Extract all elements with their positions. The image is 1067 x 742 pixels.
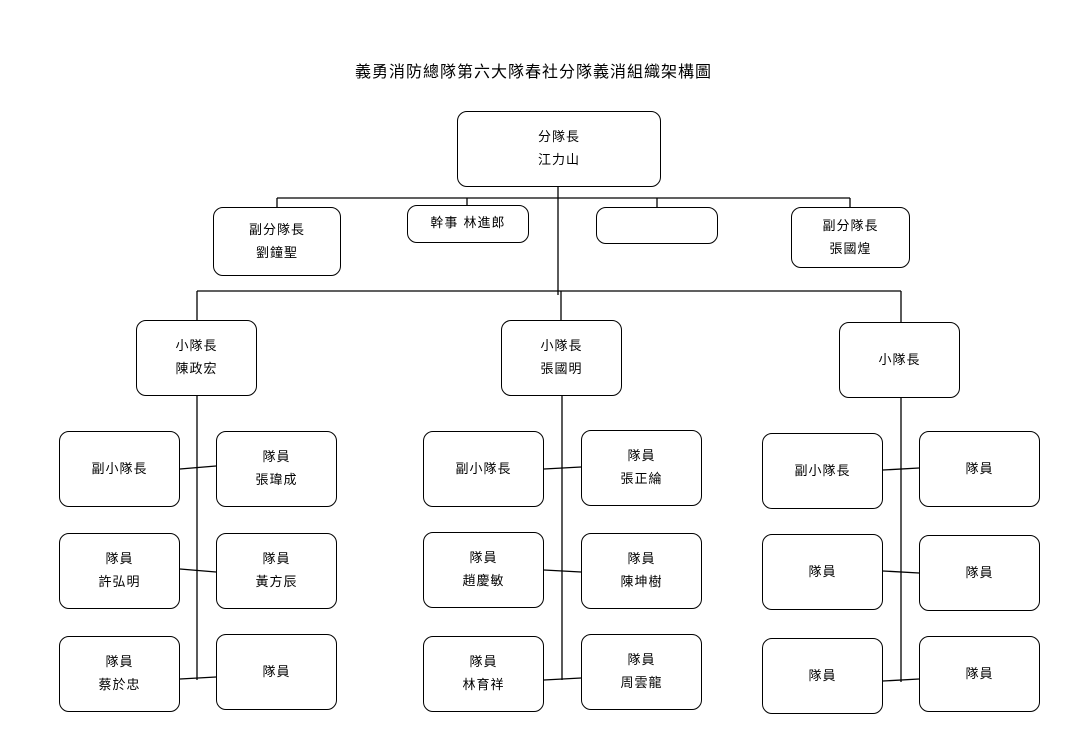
node-s2-member-2: 隊員 趙慶敏 (423, 532, 544, 608)
node-person: 陳政宏 (175, 362, 218, 377)
connector-line-21 (882, 678, 920, 682)
node-person: 江力山 (537, 153, 580, 168)
node-person: 黃方辰 (255, 575, 298, 590)
node-person: 趙慶敏 (462, 574, 505, 589)
node-role: 小隊長 (175, 339, 218, 354)
node-role: 小隊長 (540, 339, 583, 354)
connector-line-13 (179, 676, 217, 680)
node-role: 隊員 (808, 668, 837, 684)
node-s3-vice: 副小隊長 (762, 433, 883, 509)
node-person: 劉鐘聖 (255, 245, 298, 261)
node-person: 張正綸 (620, 472, 663, 487)
node-role: 小隊長 (878, 352, 921, 368)
connector-line-11 (179, 465, 217, 470)
node-person: 林育祥 (462, 678, 505, 693)
node-squad1-leader: 小隊長 陳政宏 (136, 320, 257, 396)
node-role: 副分隊長 (822, 218, 879, 234)
connector-line-15 (543, 466, 582, 470)
node-role: 隊員 (627, 552, 656, 567)
node-role: 副小隊長 (455, 461, 512, 477)
connector-line-16 (543, 569, 582, 573)
node-role: 隊員 (262, 450, 291, 465)
node-captain: 分隊長 江力山 (457, 111, 661, 187)
node-s1-member-3: 隊員 黃方辰 (216, 533, 337, 609)
node-role: 隊員 (105, 552, 134, 567)
chart-title: 義勇消防總隊第六大隊春社分隊義消組織架構圖 (354, 62, 712, 81)
node-role: 隊員 (469, 551, 498, 566)
node-s1-member-4: 隊員 蔡於忠 (59, 636, 180, 712)
node-person: 蔡於忠 (98, 678, 141, 693)
node-role: 隊員 (965, 565, 994, 581)
node-role: 副小隊長 (91, 461, 148, 477)
node-role: 分隊長 (537, 130, 580, 145)
node-vice-captain-right: 副分隊長 張國煌 (791, 207, 910, 268)
node-s3-member-4: 隊員 (762, 638, 883, 714)
node-s3-member-5: 隊員 (919, 636, 1040, 712)
node-role: 副分隊長 (248, 222, 305, 238)
node-vice-captain-left: 副分隊長 劉鐘聖 (213, 207, 341, 276)
node-s3-member-2: 隊員 (762, 534, 883, 610)
node-role: 隊員 (808, 564, 837, 580)
node-role: 隊員 (965, 461, 994, 477)
node-squad3-leader: 小隊長 (839, 322, 960, 398)
node-role: 隊員 (262, 552, 291, 567)
node-s3-member-3: 隊員 (919, 535, 1040, 611)
node-s1-member-1: 隊員 張瑋成 (216, 431, 337, 507)
connector-line-17 (543, 677, 582, 681)
node-role: 副小隊長 (794, 463, 851, 479)
node-person: 陳坤樹 (620, 575, 663, 590)
node-secretary: 幹事 林進郎 (407, 205, 529, 243)
connector-line-12 (179, 568, 217, 573)
node-person: 許弘明 (98, 575, 141, 590)
connector-line-20 (882, 570, 920, 574)
node-person: 張瑋成 (255, 473, 298, 488)
node-role: 隊員 (469, 655, 498, 670)
node-s1-member-5: 隊員 (216, 634, 337, 710)
node-role: 隊員 (262, 664, 291, 680)
node-s1-member-2: 隊員 許弘明 (59, 533, 180, 609)
node-s1-vice: 副小隊長 (59, 431, 180, 507)
node-s2-vice: 副小隊長 (423, 431, 544, 507)
node-squad2-leader: 小隊長 張國明 (501, 320, 622, 396)
node-role: 隊員 (965, 666, 994, 682)
node-s3-member-1: 隊員 (919, 431, 1040, 507)
node-s2-member-3: 隊員 陳坤樹 (581, 533, 702, 609)
node-s2-member-5: 隊員 周雲龍 (581, 634, 702, 710)
node-role: 隊員 (627, 449, 656, 464)
node-s2-member-1: 隊員 張正綸 (581, 430, 702, 506)
node-person: 周雲龍 (620, 676, 663, 691)
node-blank-post (596, 207, 718, 244)
connector-line-19 (882, 467, 920, 471)
node-s2-member-4: 隊員 林育祥 (423, 636, 544, 712)
node-label: 幹事 林進郎 (430, 216, 506, 231)
node-role: 隊員 (105, 655, 134, 670)
node-role: 隊員 (627, 653, 656, 668)
node-person: 張國煌 (829, 241, 872, 257)
node-person: 張國明 (540, 362, 583, 377)
